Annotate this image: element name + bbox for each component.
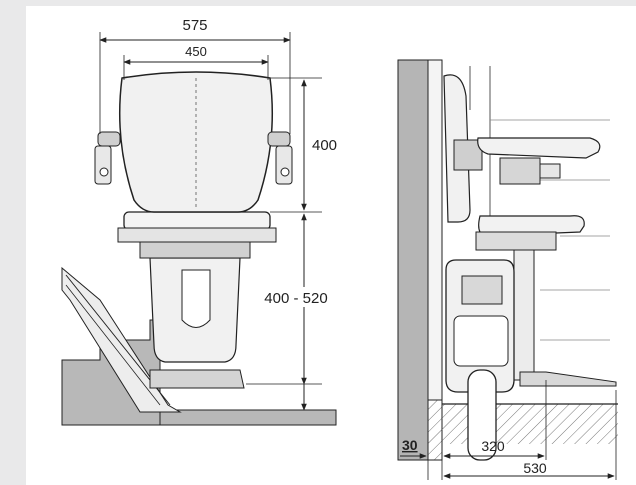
front-footrest — [149, 369, 245, 389]
front-rail-line-2 — [65, 284, 161, 406]
depth-total-label-bg — [516, 460, 556, 474]
side-carriage-top — [461, 275, 503, 305]
front-left-armrest — [94, 131, 121, 185]
front-carriage-slot — [181, 269, 211, 328]
side-drive-unit — [467, 369, 497, 461]
front-rail — [61, 266, 182, 413]
depth-total-label: 530 — [523, 460, 547, 476]
depth-folded-label: 320 — [481, 438, 505, 454]
side-footrest — [519, 371, 617, 387]
side-back-bracket — [453, 139, 483, 171]
back-height-label: 400 — [312, 137, 337, 154]
front-seat-base — [117, 227, 277, 243]
front-floor — [159, 409, 337, 426]
side-view: 30 320 530 — [397, 59, 618, 480]
side-armrest — [477, 137, 601, 159]
side-armrest-controls — [499, 157, 541, 185]
side-column — [513, 249, 535, 381]
front-view: 575 450 400 400 - 520 — [61, 17, 344, 426]
wall-gap-label: 30 — [402, 437, 418, 453]
side-carriage-panel — [453, 315, 509, 367]
overall-width-label: 575 — [182, 17, 207, 34]
side-seat — [478, 215, 585, 237]
side-wall-skirting — [427, 399, 443, 461]
front-right-armrest — [267, 131, 293, 185]
seat-width-label: 450 — [185, 44, 207, 59]
seat-height-label-bg — [248, 287, 344, 307]
front-backrest — [119, 71, 273, 213]
seat-height-label: 400 - 520 — [264, 290, 327, 307]
front-seat-cushion — [123, 211, 271, 231]
side-seat-base — [475, 231, 557, 251]
side-armrest-toggle — [539, 163, 561, 179]
side-wall-edge — [427, 59, 443, 401]
side-wall — [397, 59, 429, 461]
front-seat-swivel — [139, 241, 251, 259]
